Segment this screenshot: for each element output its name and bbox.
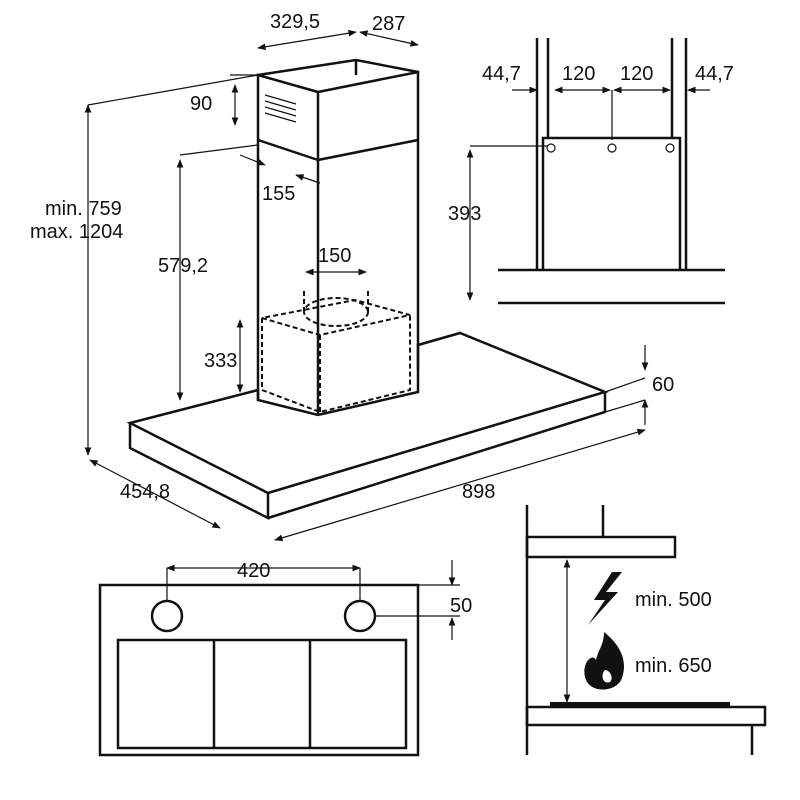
light-icon <box>343 599 377 633</box>
flame-icon <box>584 632 624 690</box>
light-icon <box>150 599 184 633</box>
dim-vent-height: 90 <box>190 93 212 115</box>
dim-chimney-width: 329,5 <box>270 11 320 33</box>
lightning-icon <box>588 572 622 625</box>
dim-bracket-edge-left: 44,7 <box>482 63 521 85</box>
dim-bracket-spacing-2: 120 <box>620 63 653 85</box>
dim-canopy-width: 898 <box>462 481 495 503</box>
chimney <box>256 58 420 415</box>
dim-bracket-vertical: 393 <box>448 203 481 225</box>
dim-light-spacing: 420 <box>237 560 270 582</box>
vent-slots-icon <box>264 94 297 123</box>
underside-view <box>98 560 460 757</box>
dim-vent-offset: 155 <box>262 183 295 205</box>
bracket-holes-icon <box>546 143 675 153</box>
dim-light-offset: 50 <box>450 595 472 617</box>
dim-duct-diameter: 150 <box>318 245 351 267</box>
dim-total-height-max: max. 1204 <box>30 221 123 243</box>
dim-motor-height: 333 <box>204 350 237 372</box>
dim-canopy-thickness: 60 <box>652 374 674 396</box>
dimension-lines <box>84 29 649 542</box>
motor-box <box>261 290 411 414</box>
dim-chimney-depth: 287 <box>372 13 405 35</box>
clearance-view <box>525 505 767 755</box>
min-distance-electric: min. 500 <box>635 589 712 611</box>
min-distance-gas: min. 650 <box>635 655 712 677</box>
bracket-view <box>466 38 725 305</box>
dim-bracket-spacing-1: 120 <box>562 63 595 85</box>
dim-canopy-depth: 454,8 <box>120 481 170 503</box>
dim-total-height-min: min. 759 <box>45 198 122 220</box>
canopy <box>126 331 609 521</box>
dim-bracket-edge-right: 44,7 <box>695 63 734 85</box>
dim-bracket-height: 579,2 <box>158 255 208 277</box>
